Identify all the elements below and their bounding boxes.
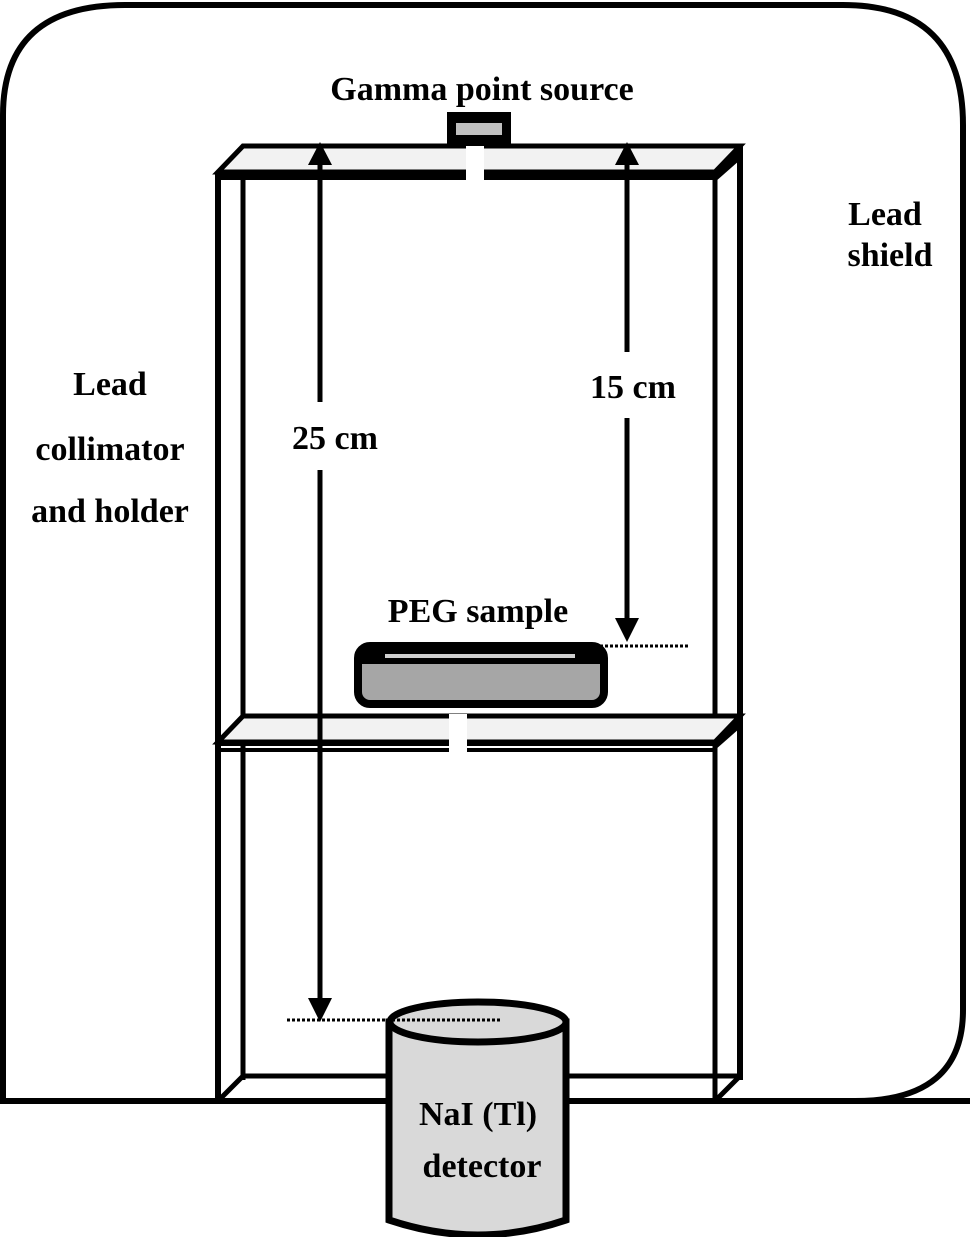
gamma-source-label: Gamma point source <box>330 71 633 108</box>
middle-shelf <box>212 713 746 745</box>
nai-detector-icon <box>385 998 570 1237</box>
top-shelf-aperture <box>466 144 484 184</box>
collimator-label-1: Lead <box>73 366 147 403</box>
distance-25cm-arrow <box>308 142 332 1022</box>
lead-shield-label-2: shield <box>847 237 932 274</box>
distance-25cm-label: 25 cm <box>292 420 378 457</box>
distance-15cm-label: 15 cm <box>590 369 676 406</box>
detector-label-1: NaI (Tl) <box>419 1096 537 1133</box>
lead-shield-label: Lead <box>848 196 922 233</box>
lead-shield-outline <box>0 2 966 1104</box>
middle-shelf-aperture <box>449 714 467 754</box>
detector-label-2: detector <box>423 1148 542 1185</box>
gamma-source-icon <box>447 112 511 146</box>
collimator-label-3: and holder <box>31 493 189 530</box>
distance-15cm-arrow <box>615 142 639 642</box>
collimator-label-2: collimator <box>35 431 184 468</box>
peg-sample-label: PEG sample <box>388 593 568 630</box>
peg-sample-icon <box>354 642 608 708</box>
